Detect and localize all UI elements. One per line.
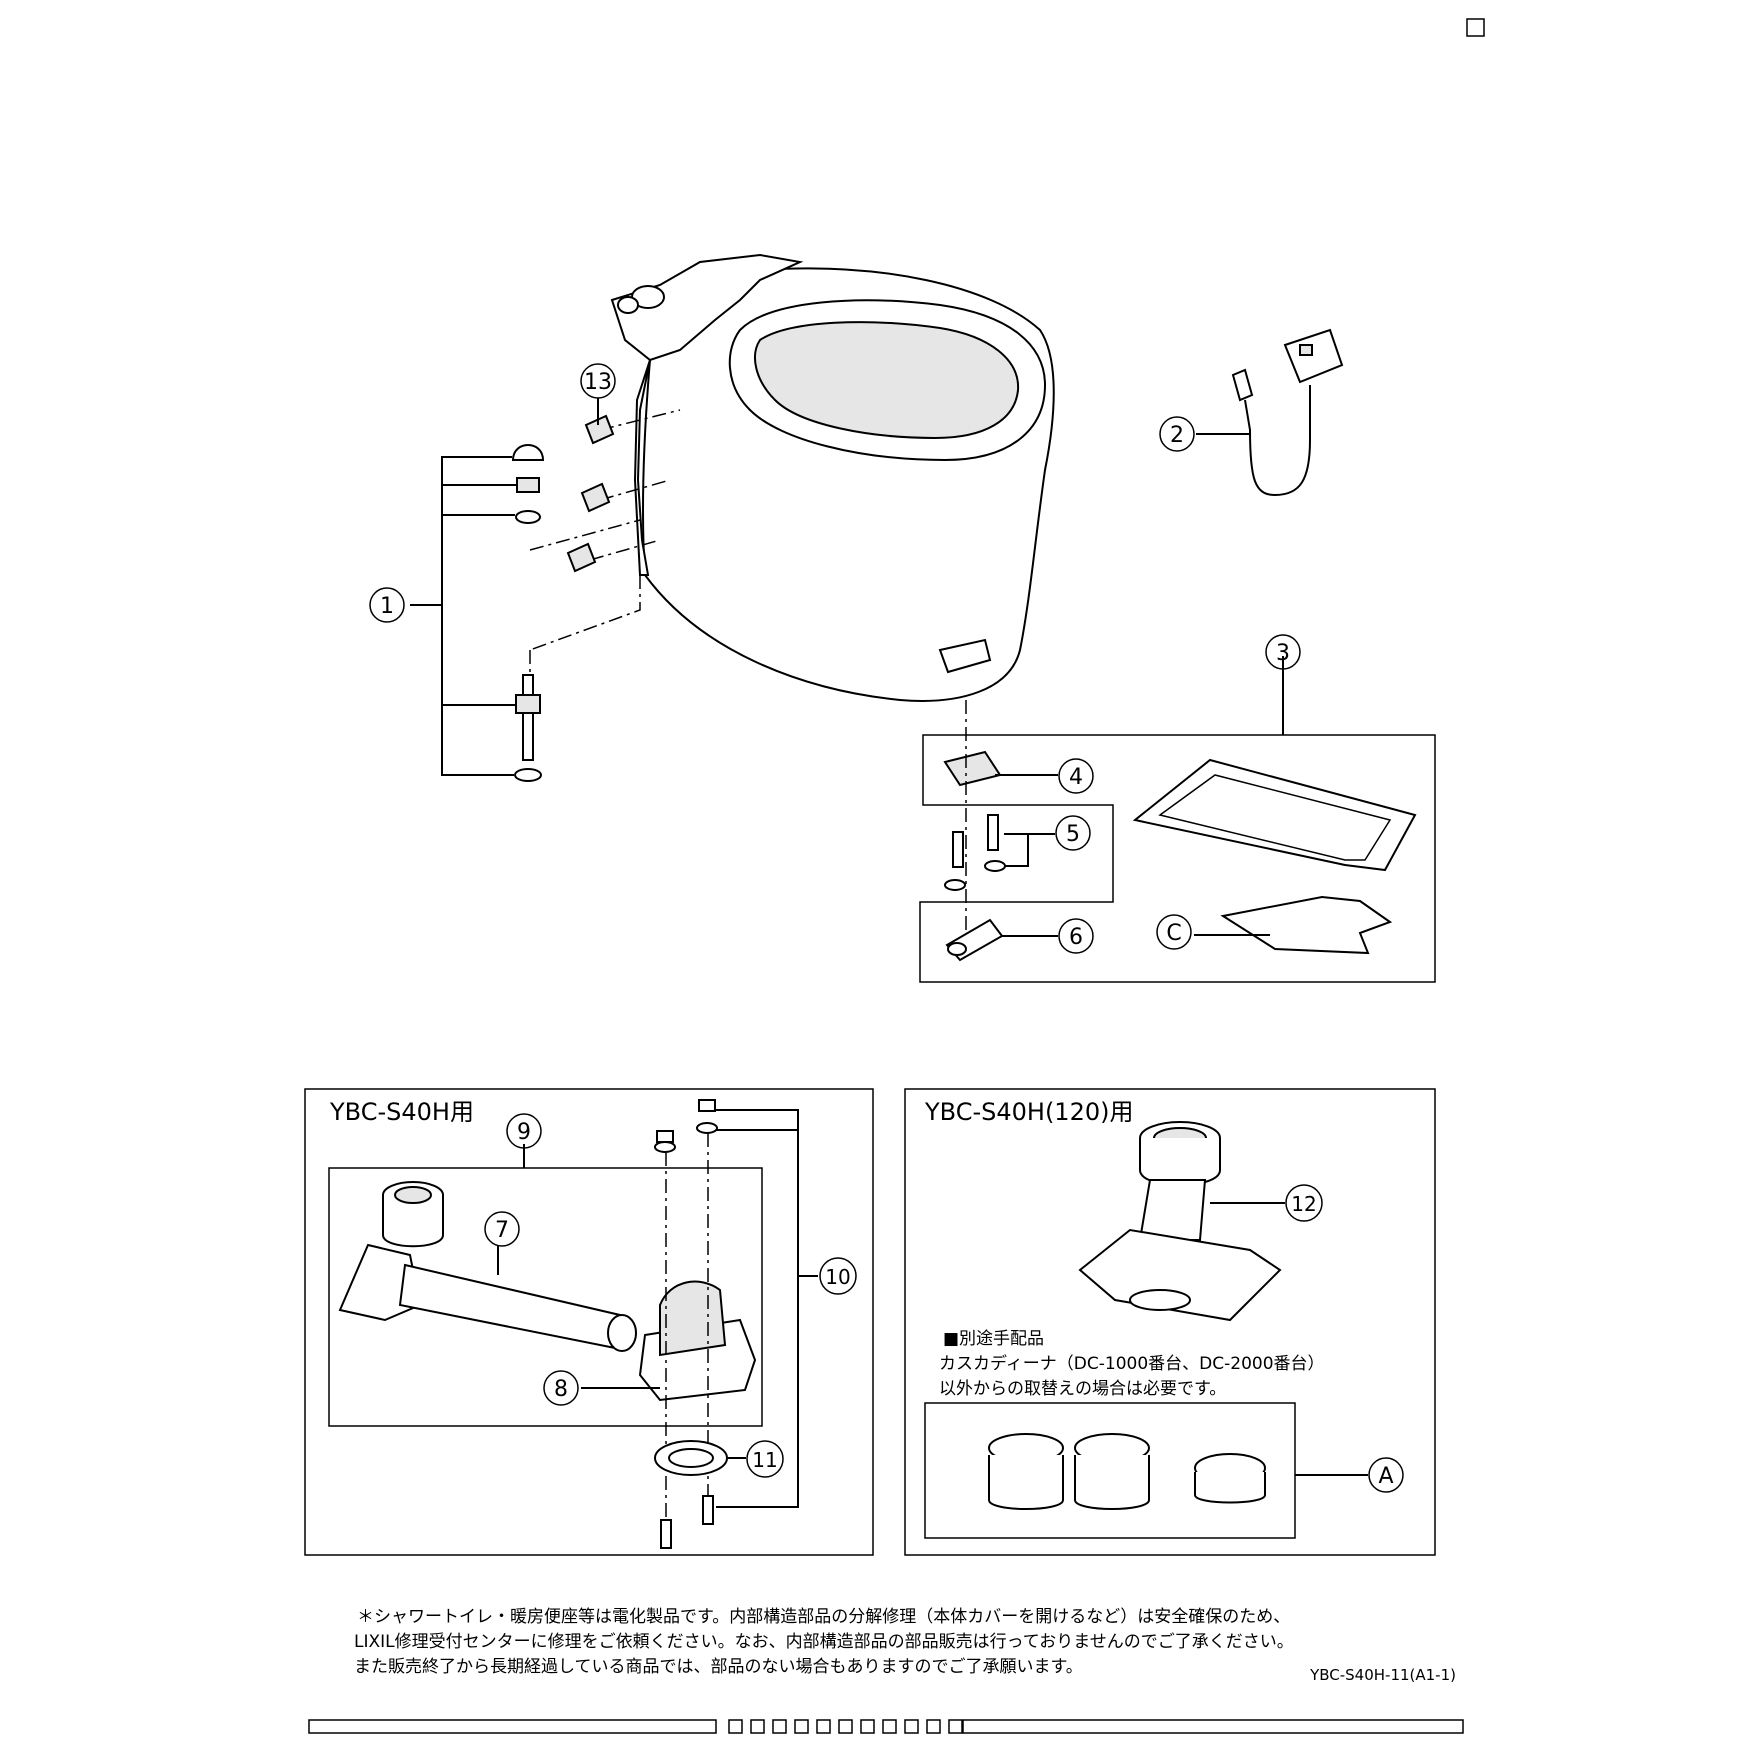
callout-5-label: 5 <box>1066 822 1080 847</box>
footer-line3: また販売終了から長期経過している商品では、部品のない場合もありますのでご了承願い… <box>354 1657 1083 1677</box>
screws <box>944 814 1006 891</box>
callout-8: 8 <box>543 1370 579 1406</box>
callout-5: 5 <box>1055 815 1091 851</box>
power-cord <box>1231 328 1344 497</box>
footer-line2: LIXIL修理受付センターに修理をご依頼ください。なお、内部構造部品の部品販売は… <box>354 1632 1294 1652</box>
footer-line1: ＊シャワートイレ・暖房便座等は電化製品です。内部構造部品の分解修理（本体カバーを… <box>357 1607 1290 1627</box>
gasket <box>654 1440 728 1476</box>
footer-boxes <box>308 1719 1464 1734</box>
callout-2: 2 <box>1159 416 1195 452</box>
callout-1-label: 1 <box>380 594 394 619</box>
offset-adapter <box>1078 1121 1282 1322</box>
separate-parts-line1: カスカディーナ（DC-1000番台、DC-2000番台） <box>939 1353 1325 1374</box>
callout-10: 10 <box>819 1257 857 1295</box>
document-code: YBC-S40H-11(A1-1) <box>1309 1666 1456 1684</box>
callout-11-label: 11 <box>752 1448 777 1472</box>
callout-4-label: 4 <box>1069 765 1083 790</box>
callout-10-label: 10 <box>825 1265 850 1289</box>
callout-3: 3 <box>1265 634 1301 670</box>
callout-12: 12 <box>1285 1184 1323 1222</box>
separate-parts-line2: 以外からの取替えの場合は必要です。 <box>939 1379 1226 1399</box>
callout-7-label: 7 <box>495 1218 509 1243</box>
callout-6: 6 <box>1058 918 1094 954</box>
nuts-washers <box>654 1099 718 1549</box>
callout-6-label: 6 <box>1069 925 1083 950</box>
corner-checkbox <box>1466 18 1485 37</box>
callout-2-label: 2 <box>1170 423 1184 448</box>
callout-4: 4 <box>1058 758 1094 794</box>
bolt-set <box>511 444 545 782</box>
drain-pipe <box>338 1181 637 1352</box>
callout-9: 9 <box>506 1113 542 1149</box>
callout-3-label: 3 <box>1276 641 1290 666</box>
callout-7: 7 <box>484 1211 520 1247</box>
callout-A: A <box>1368 1457 1404 1493</box>
elbow-base <box>638 1280 757 1402</box>
callout-A-label: A <box>1378 1464 1393 1489</box>
callout-C: C <box>1156 914 1192 950</box>
callout-9-label: 9 <box>517 1120 531 1145</box>
callout-13-label: 13 <box>584 370 612 395</box>
left-panel-title: YBC-S40H用 <box>329 1098 474 1126</box>
callout-12-label: 12 <box>1291 1192 1316 1216</box>
callout-11: 11 <box>746 1440 784 1478</box>
separate-parts-heading: ■別途手配品 <box>943 1329 1044 1349</box>
right-panel-title: YBC-S40H(120)用 <box>924 1098 1133 1126</box>
callout-1: 1 <box>369 587 405 623</box>
callout-C-label: C <box>1166 921 1181 946</box>
pads <box>566 414 615 573</box>
callout-8-label: 8 <box>554 1377 568 1402</box>
toilet-bowl <box>610 253 1055 702</box>
callout-13: 13 <box>580 363 616 399</box>
bushings <box>988 1433 1266 1510</box>
